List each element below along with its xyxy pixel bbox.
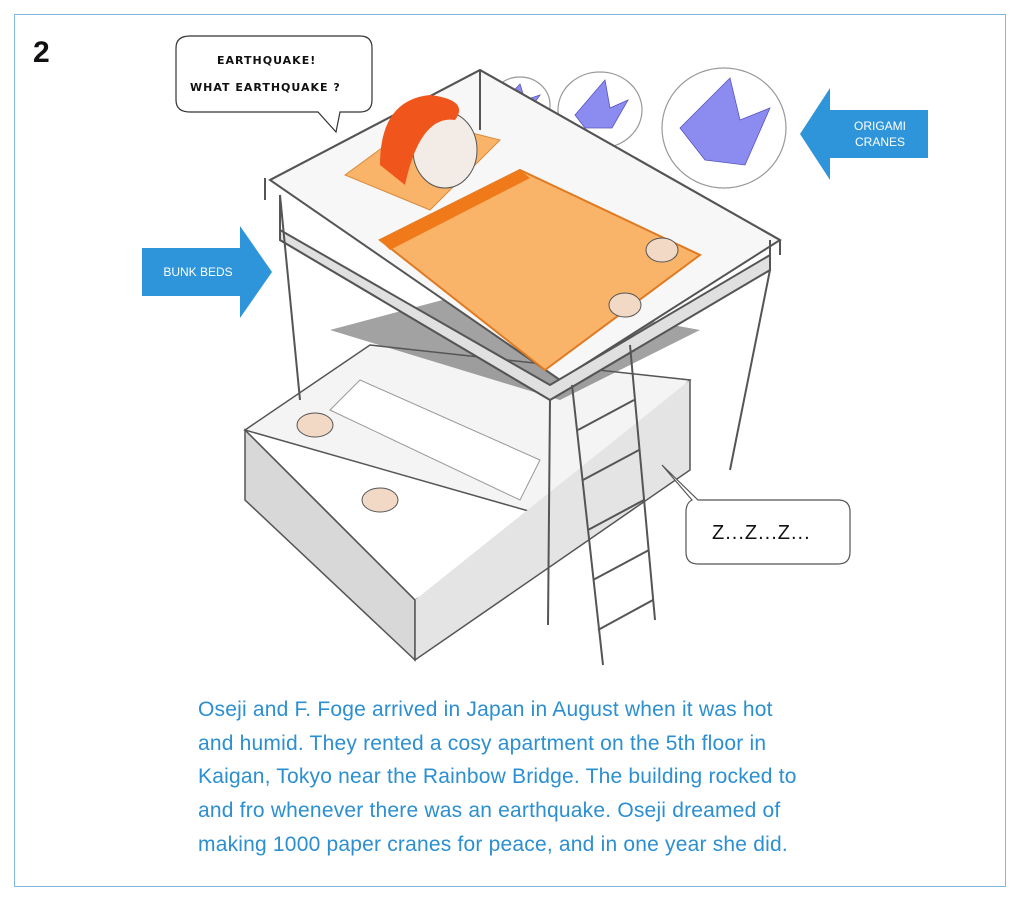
speech-bubble-line1: EARTHQUAKE! [217, 54, 317, 67]
sleep-bubble [661, 464, 851, 565]
speech-bubble [175, 35, 373, 134]
caption-line: making 1000 paper cranes for peace, and … [198, 832, 788, 856]
page-number: 2 [33, 36, 50, 69]
girl-hair [380, 95, 460, 185]
bunk-beds-arrow [142, 226, 272, 318]
origami-label-line2: CRANES [854, 135, 905, 149]
origami-label-line1: ORIGAMI [853, 119, 906, 133]
caption-line: and fro whenever there was an earthquake… [198, 799, 781, 823]
caption-line: Oseji and F. Foge arrived in Japan in Au… [198, 698, 773, 721]
origami-cranes-label: ORIGAMI CRANES [835, 118, 925, 150]
story-caption: Oseji and F. Foge arrived in Japan in Au… [198, 693, 918, 862]
speech-bubble-line2: WHAT EARTHQUAKE ? [190, 81, 341, 94]
caption-line: Kaigan, Tokyo near the Rainbow Bridge. T… [198, 765, 797, 789]
lower-bunk [243, 344, 692, 662]
bunk-beds-label: BUNK BEDS [163, 265, 233, 279]
page-frame [14, 14, 1006, 887]
sleep-bubble-text: Z...Z...Z... [712, 522, 811, 544]
caption-line: and humid. They rented a cosy apartment … [198, 731, 767, 755]
ladder [571, 344, 656, 666]
origami-cranes-arrow [800, 88, 928, 180]
